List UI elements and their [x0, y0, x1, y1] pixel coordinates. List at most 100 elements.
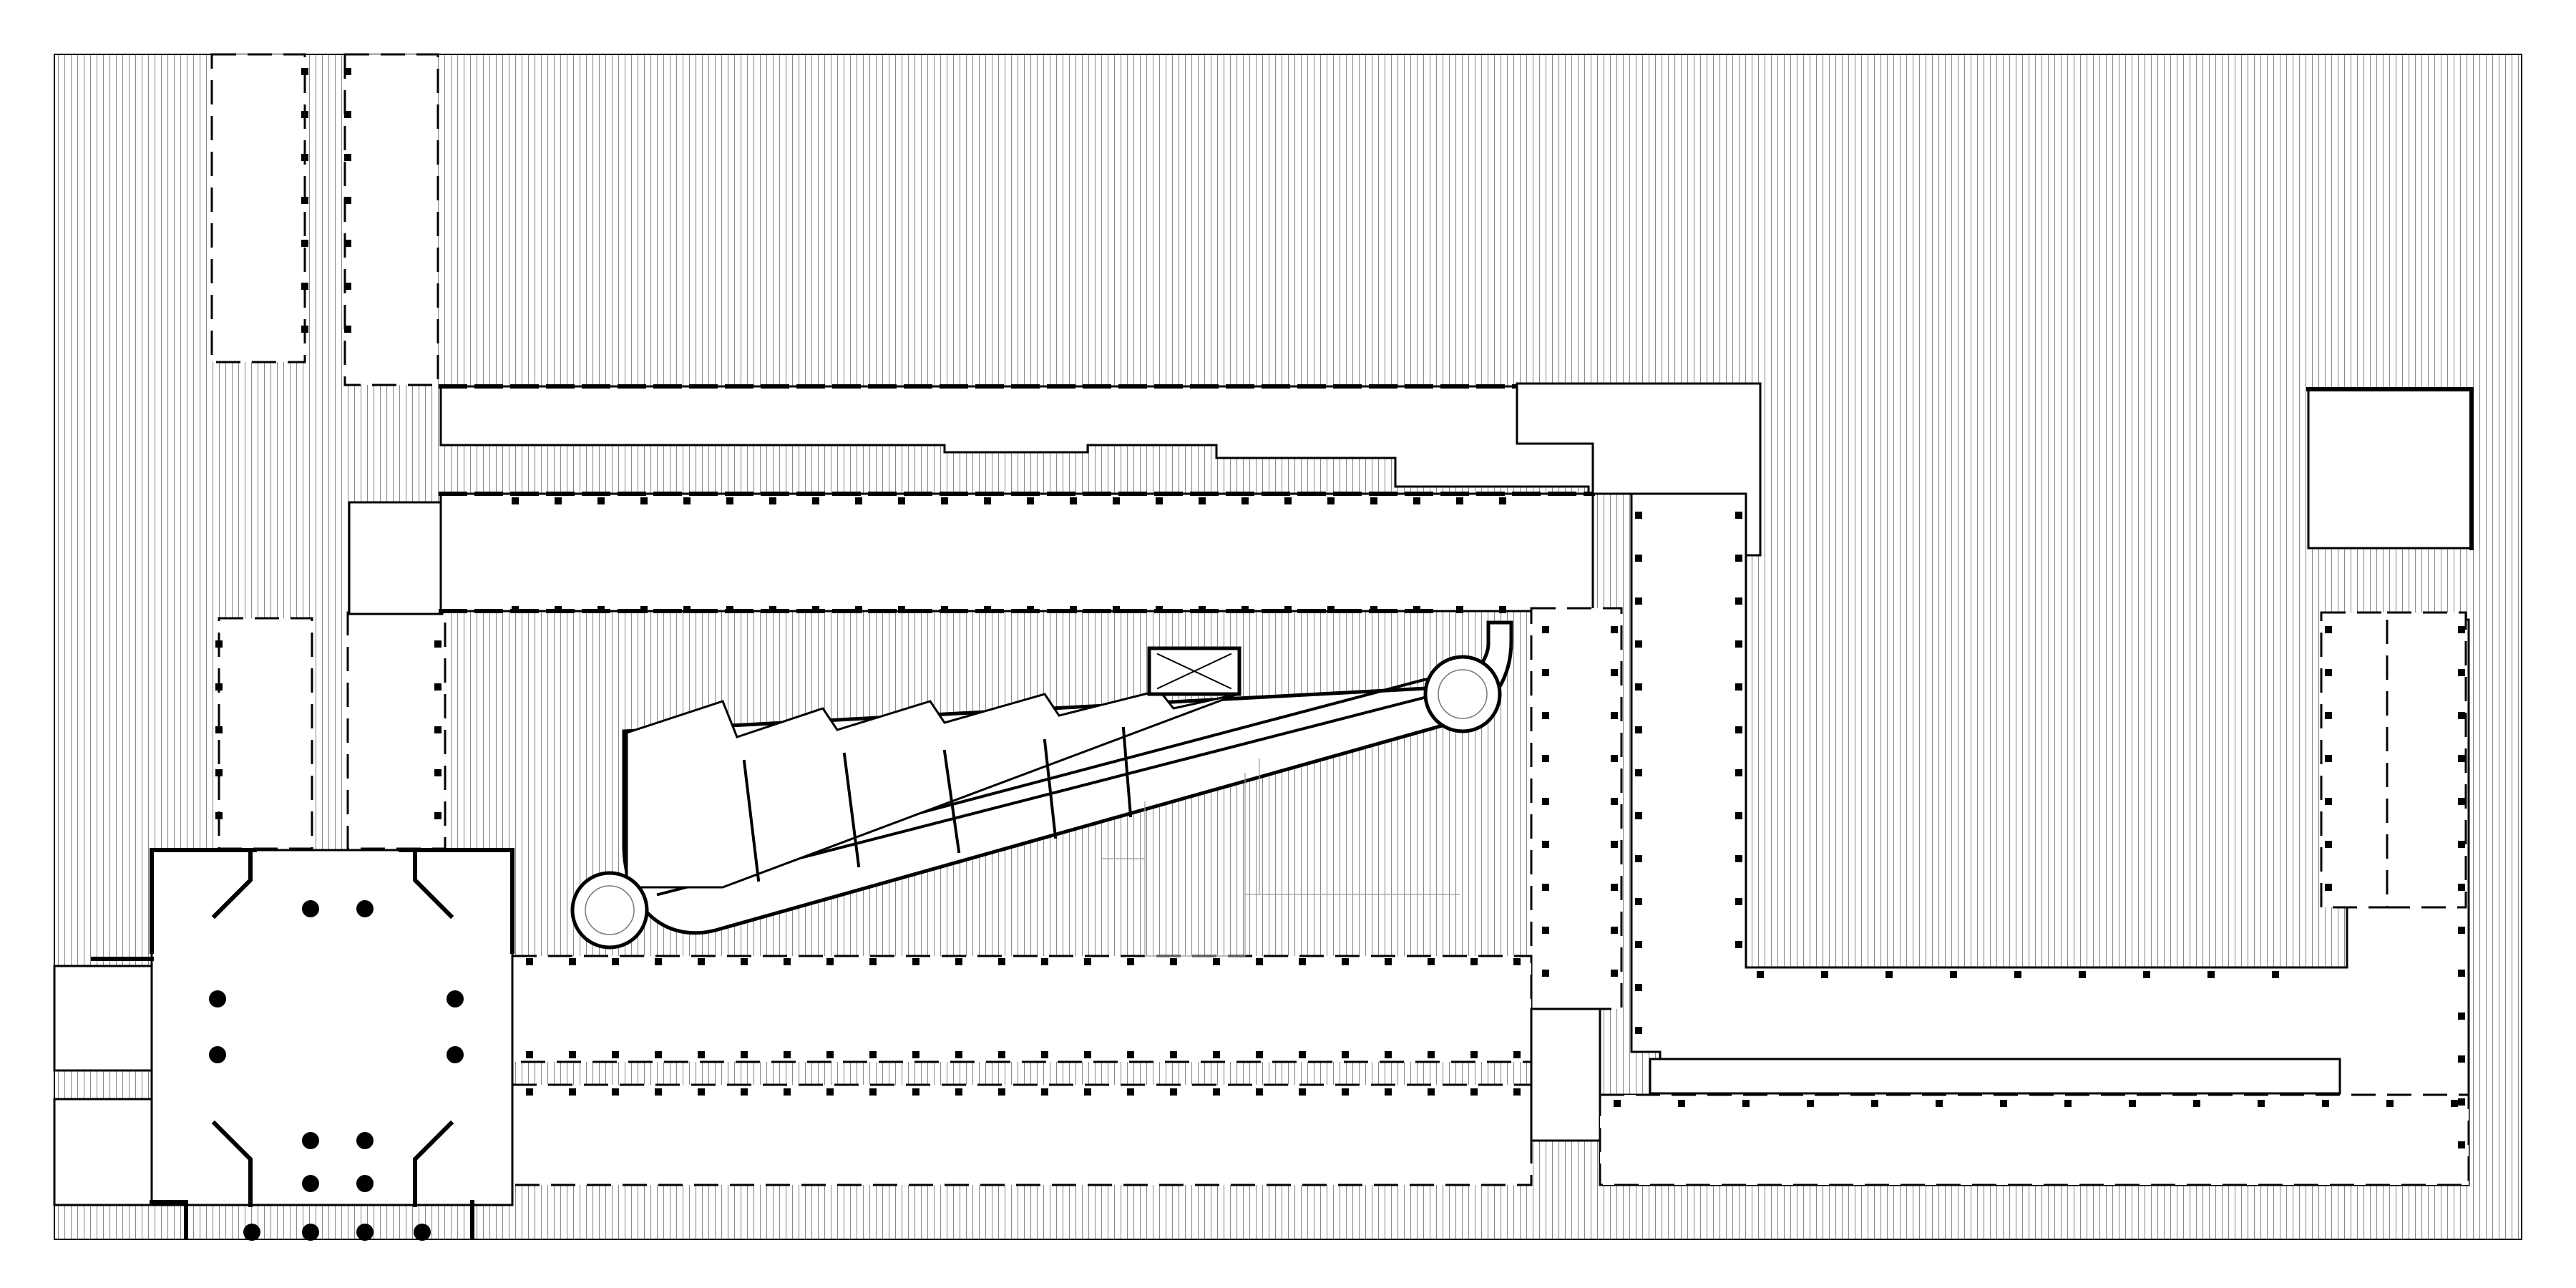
post	[1678, 1100, 1685, 1107]
post	[2325, 669, 2332, 676]
post	[1635, 812, 1642, 819]
post	[2458, 798, 2465, 805]
post	[1327, 497, 1335, 504]
columns	[209, 900, 464, 1241]
hall-south-west-annex	[53, 1098, 153, 1206]
post	[597, 497, 605, 504]
post	[912, 1051, 919, 1058]
hall-outline	[150, 849, 514, 1206]
post	[1470, 1088, 1478, 1096]
post	[640, 606, 648, 613]
post	[941, 606, 948, 613]
post	[826, 958, 834, 965]
column	[302, 1224, 319, 1241]
post	[912, 1088, 919, 1096]
post	[344, 240, 351, 247]
post	[769, 606, 776, 613]
column	[243, 1224, 260, 1241]
post	[1735, 898, 1742, 905]
post	[1542, 927, 1549, 934]
east-wing-north-b	[2386, 611, 2467, 909]
post	[998, 958, 1005, 965]
post	[1635, 769, 1642, 776]
post	[1327, 606, 1335, 613]
post	[612, 1088, 619, 1096]
post	[612, 958, 619, 965]
post	[215, 812, 223, 819]
post	[301, 68, 308, 75]
post	[1807, 1100, 1814, 1107]
post	[612, 1051, 619, 1058]
post	[1513, 1051, 1521, 1058]
post	[1170, 958, 1177, 965]
post	[301, 326, 308, 333]
post	[2458, 927, 2465, 934]
column	[302, 1132, 319, 1149]
post	[344, 197, 351, 204]
post	[955, 1088, 962, 1096]
wing-south-connector	[1530, 1008, 1601, 1142]
post	[1936, 1100, 1943, 1107]
post	[1611, 884, 1618, 891]
hall-corner-thick	[91, 957, 474, 1240]
post	[301, 154, 308, 161]
post	[2064, 1100, 2072, 1107]
post	[1299, 958, 1306, 965]
post	[1084, 1051, 1091, 1058]
post	[526, 1051, 533, 1058]
post	[512, 497, 519, 504]
wing-west-lower-a	[218, 617, 313, 850]
post	[1735, 555, 1742, 562]
post	[301, 283, 308, 290]
post	[655, 1088, 662, 1096]
post	[1470, 1051, 1478, 1058]
post	[344, 111, 351, 118]
post	[1757, 971, 1764, 978]
diagonal-gallery	[570, 620, 1513, 957]
post	[597, 606, 605, 613]
post	[726, 497, 733, 504]
post	[2325, 755, 2332, 762]
post	[344, 154, 351, 161]
post	[726, 606, 733, 613]
post	[2458, 1013, 2465, 1020]
post	[2207, 971, 2215, 978]
post	[698, 1051, 705, 1058]
post	[434, 812, 441, 819]
post	[1542, 755, 1549, 762]
post	[1084, 1088, 1091, 1096]
post	[2458, 1055, 2465, 1063]
post	[1742, 1100, 1750, 1107]
post	[1084, 958, 1091, 965]
post	[434, 683, 441, 691]
post	[2458, 755, 2465, 762]
post	[784, 1051, 791, 1058]
post	[1635, 597, 1642, 605]
post	[1614, 1100, 1621, 1107]
post	[1735, 812, 1742, 819]
post	[1735, 683, 1742, 691]
stair-east-inner	[1438, 669, 1488, 719]
post	[1385, 1051, 1392, 1058]
post	[1385, 1088, 1392, 1096]
post	[683, 497, 691, 504]
wing-south-east	[1599, 1093, 2470, 1186]
post	[984, 497, 991, 504]
building-wings	[210, 53, 2474, 1186]
column	[302, 1175, 319, 1192]
post	[1156, 497, 1163, 504]
post	[1342, 1051, 1349, 1058]
post	[1284, 497, 1292, 504]
post	[1611, 669, 1618, 676]
post	[1499, 606, 1506, 613]
post	[2322, 1100, 2329, 1107]
post	[1428, 958, 1435, 965]
post	[1113, 606, 1120, 613]
column	[302, 900, 319, 917]
post	[1611, 927, 1618, 934]
post	[1413, 497, 1420, 504]
post	[1735, 512, 1742, 519]
column	[356, 1175, 374, 1192]
post	[741, 958, 748, 965]
